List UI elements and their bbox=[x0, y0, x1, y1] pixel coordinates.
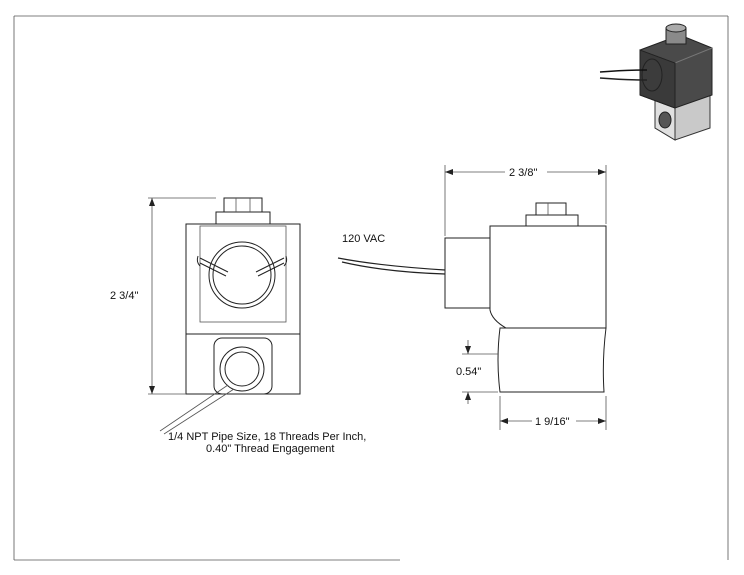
dimension-width-label: 2 3/8" bbox=[509, 167, 537, 179]
drawing-border bbox=[13, 15, 729, 561]
side-view bbox=[444, 165, 607, 430]
dimension-height-label: 2 3/4" bbox=[110, 290, 138, 302]
width-label-bg bbox=[505, 165, 547, 179]
port-note-line2: 0.40" Thread Engagement bbox=[206, 443, 334, 455]
dimension-base-width-label: 1 9/16" bbox=[535, 416, 570, 428]
voltage-label: 120 VAC bbox=[342, 233, 385, 245]
port-note-line1: 1/4 NPT Pipe Size, 18 Threads Per Inch, bbox=[168, 431, 366, 443]
port-leader bbox=[159, 384, 235, 435]
base-width-label-bg bbox=[532, 414, 576, 428]
solenoid-valve-isometric-icon bbox=[599, 23, 713, 141]
dimension-port-offset-label: 0.54" bbox=[456, 366, 481, 378]
lead-wires bbox=[337, 257, 446, 275]
front-view bbox=[148, 197, 301, 395]
